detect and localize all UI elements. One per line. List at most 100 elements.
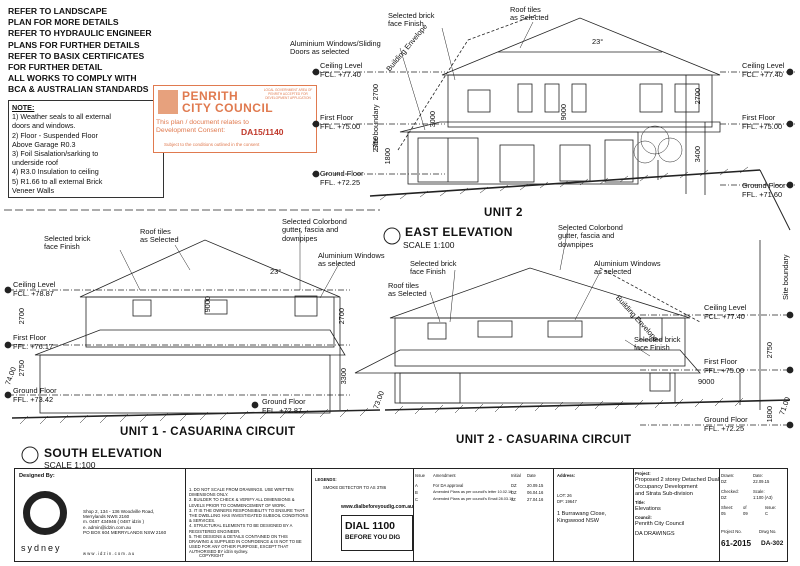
drawing-note: 3. IT IS THE OWNERS RESPONSIBILITY TO EN… xyxy=(189,507,309,524)
rev-date: 06.04.16 xyxy=(527,490,544,495)
south-dim: 9000 xyxy=(698,377,715,386)
south-level-right-0: Ceiling Level FCL. +77.40 xyxy=(704,303,747,321)
level-name: Ground Floor xyxy=(742,181,786,190)
designer-web: w w w . i d z i n . c o m . a u xyxy=(83,551,135,556)
idzin-logo-icon xyxy=(23,491,67,535)
level-name: Ceiling Level xyxy=(13,280,56,289)
project-no: 61-2015 xyxy=(721,539,752,548)
south-level-left-0: Ceiling Level FCL. +78.87 xyxy=(13,280,56,298)
level-value: FCL. +77.40 xyxy=(704,311,745,321)
drawn-label: Drawn: xyxy=(721,473,735,478)
level-value: FFL. +72.25 xyxy=(704,423,745,433)
south-label-roof-right: Roof tiles as Selected xyxy=(388,281,427,299)
south-level-right-2: Ground Floor FFL. +72.25 xyxy=(704,415,748,433)
note-line: Veneer Walls xyxy=(12,185,55,195)
council-value: Penrith City Council xyxy=(635,521,685,527)
drawn: DZ xyxy=(721,479,727,484)
drawing-note: 1. DO NOT SCALE FROM DRAWINGS. USE WRITT… xyxy=(189,487,294,498)
south-label-brick-right: Selected brick face Finish xyxy=(410,259,457,277)
south-elevation-unit2 xyxy=(354,240,791,426)
south-unit2-label: UNIT 2 - CASUARINA CIRCUIT xyxy=(456,434,632,446)
rev-date: 20.09.15 xyxy=(527,483,544,488)
address-cell: Address: LOT: 26 DP: 19647 1 Burrawang C… xyxy=(553,469,634,561)
of-label: of xyxy=(743,505,747,510)
stage: DA DRAWINGS xyxy=(635,531,675,537)
east-title: EAST ELEVATION xyxy=(405,225,513,239)
rev-date: 27.04.16 xyxy=(527,497,544,502)
note-line: 1) Weather seals to all external xyxy=(12,112,111,122)
east-scale: SCALE 1:100 xyxy=(403,240,455,250)
level-name: First Floor xyxy=(742,113,776,122)
note-line: underside roof xyxy=(12,158,58,168)
drawing-note: 5. THE DESIGNS & DETAILS CONTAINED ON TH… xyxy=(189,533,302,555)
rev-amendment: For DA approval xyxy=(433,483,464,488)
east-level-left-0: Ceiling Level FCL. +77.40 xyxy=(320,61,362,79)
level-name: Ceiling Level xyxy=(742,61,785,70)
issue-label: Issue: xyxy=(765,505,777,510)
level-name: First Floor xyxy=(13,333,47,342)
project-no-label: Project No. xyxy=(721,529,742,534)
south-label-windows-left: Aluminium Windows as selected xyxy=(318,251,385,269)
south-title: SOUTH ELEVATION xyxy=(44,446,163,460)
east-unit-label: UNIT 2 xyxy=(484,207,523,219)
general-note-line: FOR FURTHER DETAIL xyxy=(8,62,103,73)
south-dim: 2750 xyxy=(17,359,27,377)
level-value: FFL. +75.00 xyxy=(742,121,783,131)
note-line: doors and windows. xyxy=(12,121,76,131)
stamp-footer: Subject to the conditions outlined in th… xyxy=(164,142,260,147)
south-dim: 3300 xyxy=(339,367,349,385)
revision-row: B Amended Plans as per council's letter … xyxy=(415,490,551,496)
east-dim: 3000 xyxy=(428,110,438,128)
dial-site: www.dialbeforeyoudig.com.au xyxy=(341,504,414,510)
sheet: 05 xyxy=(721,511,726,516)
rev-issue: A xyxy=(415,483,418,488)
south-dim: 1800 xyxy=(765,405,775,423)
level-value: FFL. +75.00 xyxy=(704,365,745,375)
address-line: Shop 2, 134 - 136 Woodville Road, xyxy=(83,509,155,514)
east-level-right-2: Ground Floor FFL. +71.60 xyxy=(742,181,786,199)
designed-by-label: Designed By: xyxy=(19,473,55,479)
general-note-line: REFER TO LANDSCAPE xyxy=(8,6,108,16)
scale-label: Scale: xyxy=(753,489,765,494)
revision-row: C Amended Plans as per council's Email 2… xyxy=(415,497,551,503)
council-label: Council: xyxy=(635,515,652,520)
east-label-windows: Aluminium Windows/Sliding Doors as selec… xyxy=(290,39,381,57)
south-label-roof-left: Roof tiles as Selected xyxy=(140,227,179,245)
sheet-label: Sheet: xyxy=(721,505,734,510)
south-scale: SCALE 1:100 xyxy=(44,460,96,470)
address-line: Merrylands NWS 2160 xyxy=(83,514,130,520)
east-level-left-2: Ground Floor FFL. +72.25 xyxy=(320,169,364,187)
rev-amendment: Amended Plans as per council's letter 10… xyxy=(433,490,513,494)
east-dim: 3400 xyxy=(693,145,703,163)
scale: 1:100 (A3) xyxy=(753,495,773,500)
stamp-line1: PENRITH xyxy=(182,89,239,103)
south-label-boundary: Site boundary xyxy=(781,254,790,300)
drawing-notes-cell: 1. DO NOT SCALE FROM DRAWINGS. USE WRITT… xyxy=(185,469,312,561)
rev-header: Issue xyxy=(415,473,426,478)
date-label: Date: xyxy=(753,473,764,478)
general-note-line: REFER TO BASIX CERTIFICATES xyxy=(8,50,145,61)
rev-initial: DZ xyxy=(511,490,517,495)
south-label-windows-right: Aluminium Windows as selected xyxy=(594,259,661,277)
stamp-line2: CITY COUNCIL xyxy=(182,101,274,115)
level-name: Ceiling Level xyxy=(704,303,747,312)
note-line: Above Garage R0.3 xyxy=(12,139,76,149)
east-dim: 2700 xyxy=(371,83,381,101)
leader-lines xyxy=(119,21,651,357)
south-level-right-1: First Floor FFL. +75.00 xyxy=(704,357,745,375)
note-line: 5) R1.66 to all external Brick xyxy=(12,176,103,186)
address-line: e. admin@idzin.com.au xyxy=(83,524,132,530)
address-line: m. 0487 434946 ( 0487 idzin ) xyxy=(83,519,145,525)
level-name: Ground Floor xyxy=(704,415,748,424)
revisions-cell: Issue Amendment Initial Date A For DA ap… xyxy=(413,469,554,561)
title-block: Designed By: sydney Shop 2, 134 - 136 Wo… xyxy=(14,468,788,562)
address-line: PO BOX 604 MERRYLANDS NSW 2160 xyxy=(83,529,167,535)
level-value: FCL. +78.87 xyxy=(13,288,54,298)
council-stamp: PENRITH CITY COUNCIL This plan / documen… xyxy=(153,85,317,153)
dp: DP: 19647 xyxy=(557,499,577,504)
east-level-right-0: Ceiling Level FCL. +77.40 xyxy=(742,61,785,79)
title-label: Title: xyxy=(635,500,645,505)
project-line: Proposed 2 storey Detached Dual xyxy=(635,477,719,483)
level-name: Ground Floor xyxy=(13,386,57,395)
rev-initial: DZ xyxy=(511,483,517,488)
